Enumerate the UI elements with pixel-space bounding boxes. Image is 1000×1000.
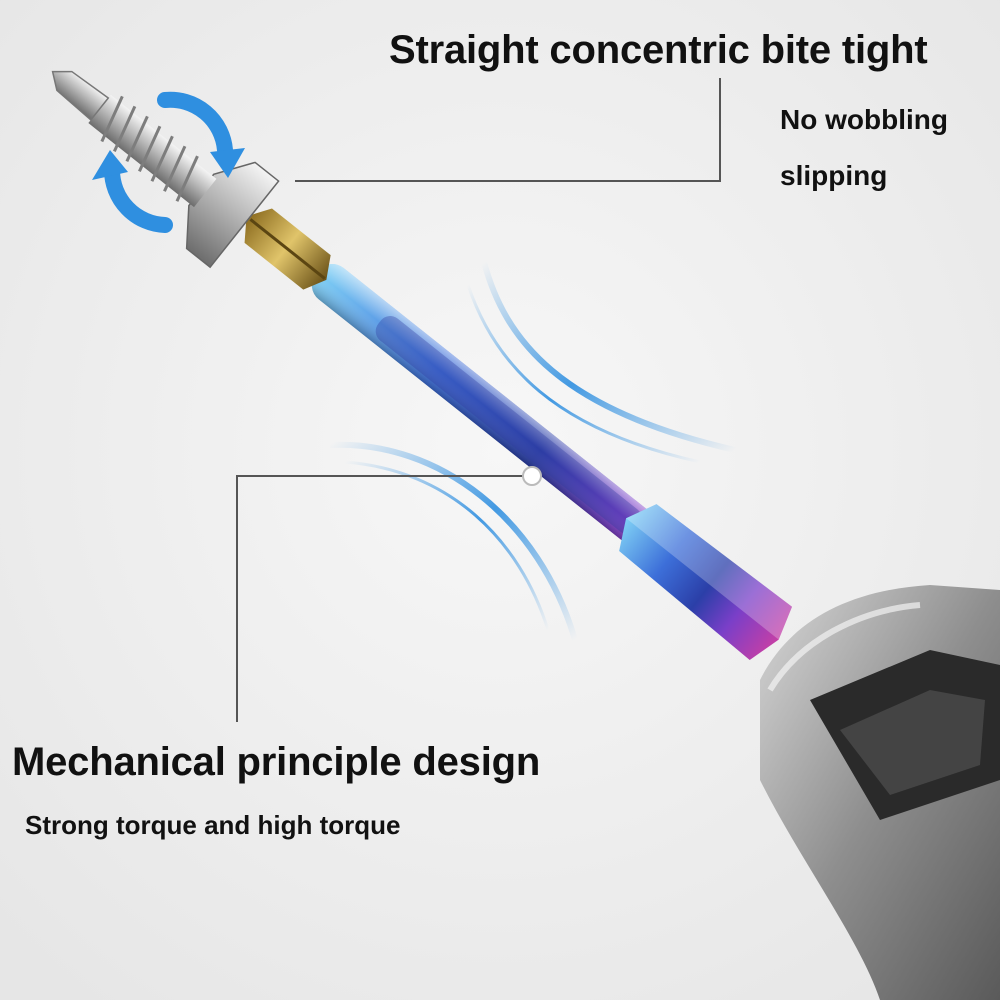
callout-line-top	[295, 78, 721, 182]
screwdriver-bit	[244, 208, 793, 661]
callout-marker-dot	[522, 466, 542, 486]
drill-chuck	[760, 585, 1000, 1000]
headline-top: Straight concentric bite tight	[389, 28, 928, 72]
subtext-top-line-1: No wobbling	[780, 104, 948, 135]
rotation-arrows-icon	[92, 91, 245, 233]
self-drilling-screw	[51, 70, 280, 269]
subtext-bottom: Strong torque and high torque	[25, 810, 401, 840]
headline-bottom: Mechanical principle design	[12, 740, 541, 784]
flex-arcs	[329, 261, 736, 641]
subtext-top-line-2: slipping	[780, 160, 888, 191]
callout-line-bottom	[236, 475, 530, 722]
